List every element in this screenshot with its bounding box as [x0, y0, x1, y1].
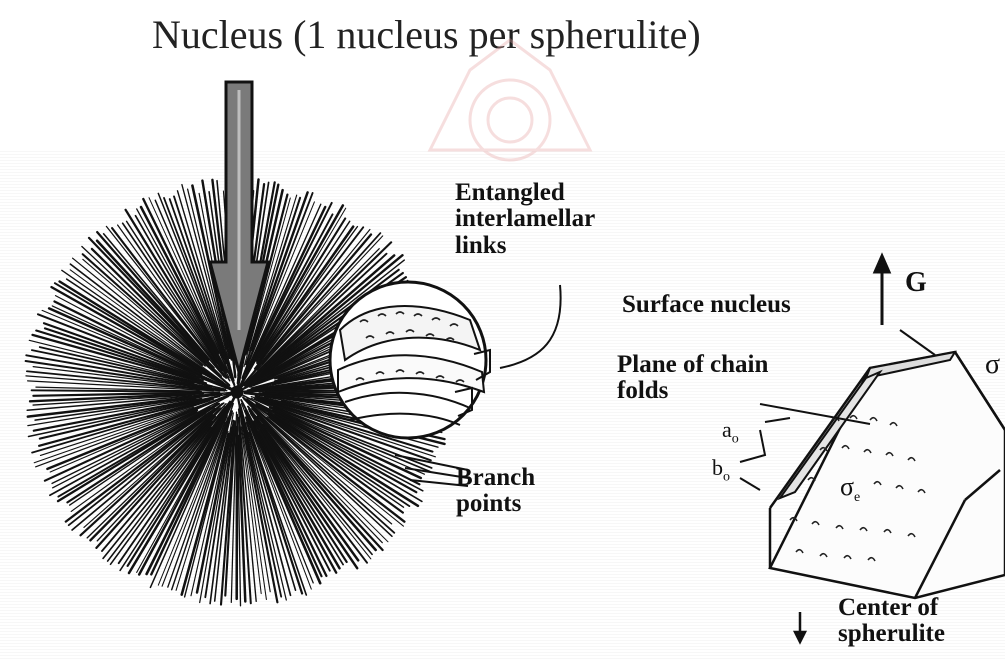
- label-surface-nucleus: Surface nucleus: [622, 292, 791, 318]
- label-a0-sub: o: [732, 431, 739, 446]
- label-entangled: Entangled interlamellar links: [455, 180, 595, 259]
- label-b0: bo: [712, 456, 730, 485]
- label-growth-g: G: [905, 268, 927, 297]
- label-plane-line1: Plane of chain: [617, 352, 768, 378]
- growth-arrow: [875, 256, 889, 325]
- center-arrow: [795, 612, 805, 642]
- label-center-line2: spherulite: [838, 621, 945, 647]
- label-sigma-e-sub: e: [854, 490, 860, 505]
- label-b0-main: b: [712, 455, 723, 480]
- label-center-line1: Center of: [838, 595, 945, 621]
- label-sigma-e-main: σ: [840, 472, 854, 501]
- label-branch-points: Branch points: [456, 465, 535, 518]
- label-a0-main: a: [722, 417, 732, 442]
- label-a0: ao: [722, 418, 739, 447]
- label-branch-line1: Branch: [456, 465, 535, 491]
- label-plane-line2: folds: [617, 378, 768, 404]
- label-sigma-e: σe: [840, 473, 860, 506]
- lamella-inset: [330, 282, 490, 438]
- label-entangled-line3: links: [455, 233, 595, 259]
- chain-fold-block: [770, 352, 1005, 598]
- label-center-spherulite: Center of spherulite: [838, 595, 945, 648]
- label-b0-sub: o: [723, 469, 730, 484]
- watermark-seal: [430, 40, 590, 160]
- nucleus-center: [231, 386, 243, 398]
- label-entangled-line2: interlamellar: [455, 206, 595, 232]
- label-entangled-line1: Entangled: [455, 180, 595, 206]
- label-branch-line2: points: [456, 491, 535, 517]
- label-sigma-edge: σ: [985, 350, 1000, 379]
- label-plane-of-folds: Plane of chain folds: [617, 352, 768, 405]
